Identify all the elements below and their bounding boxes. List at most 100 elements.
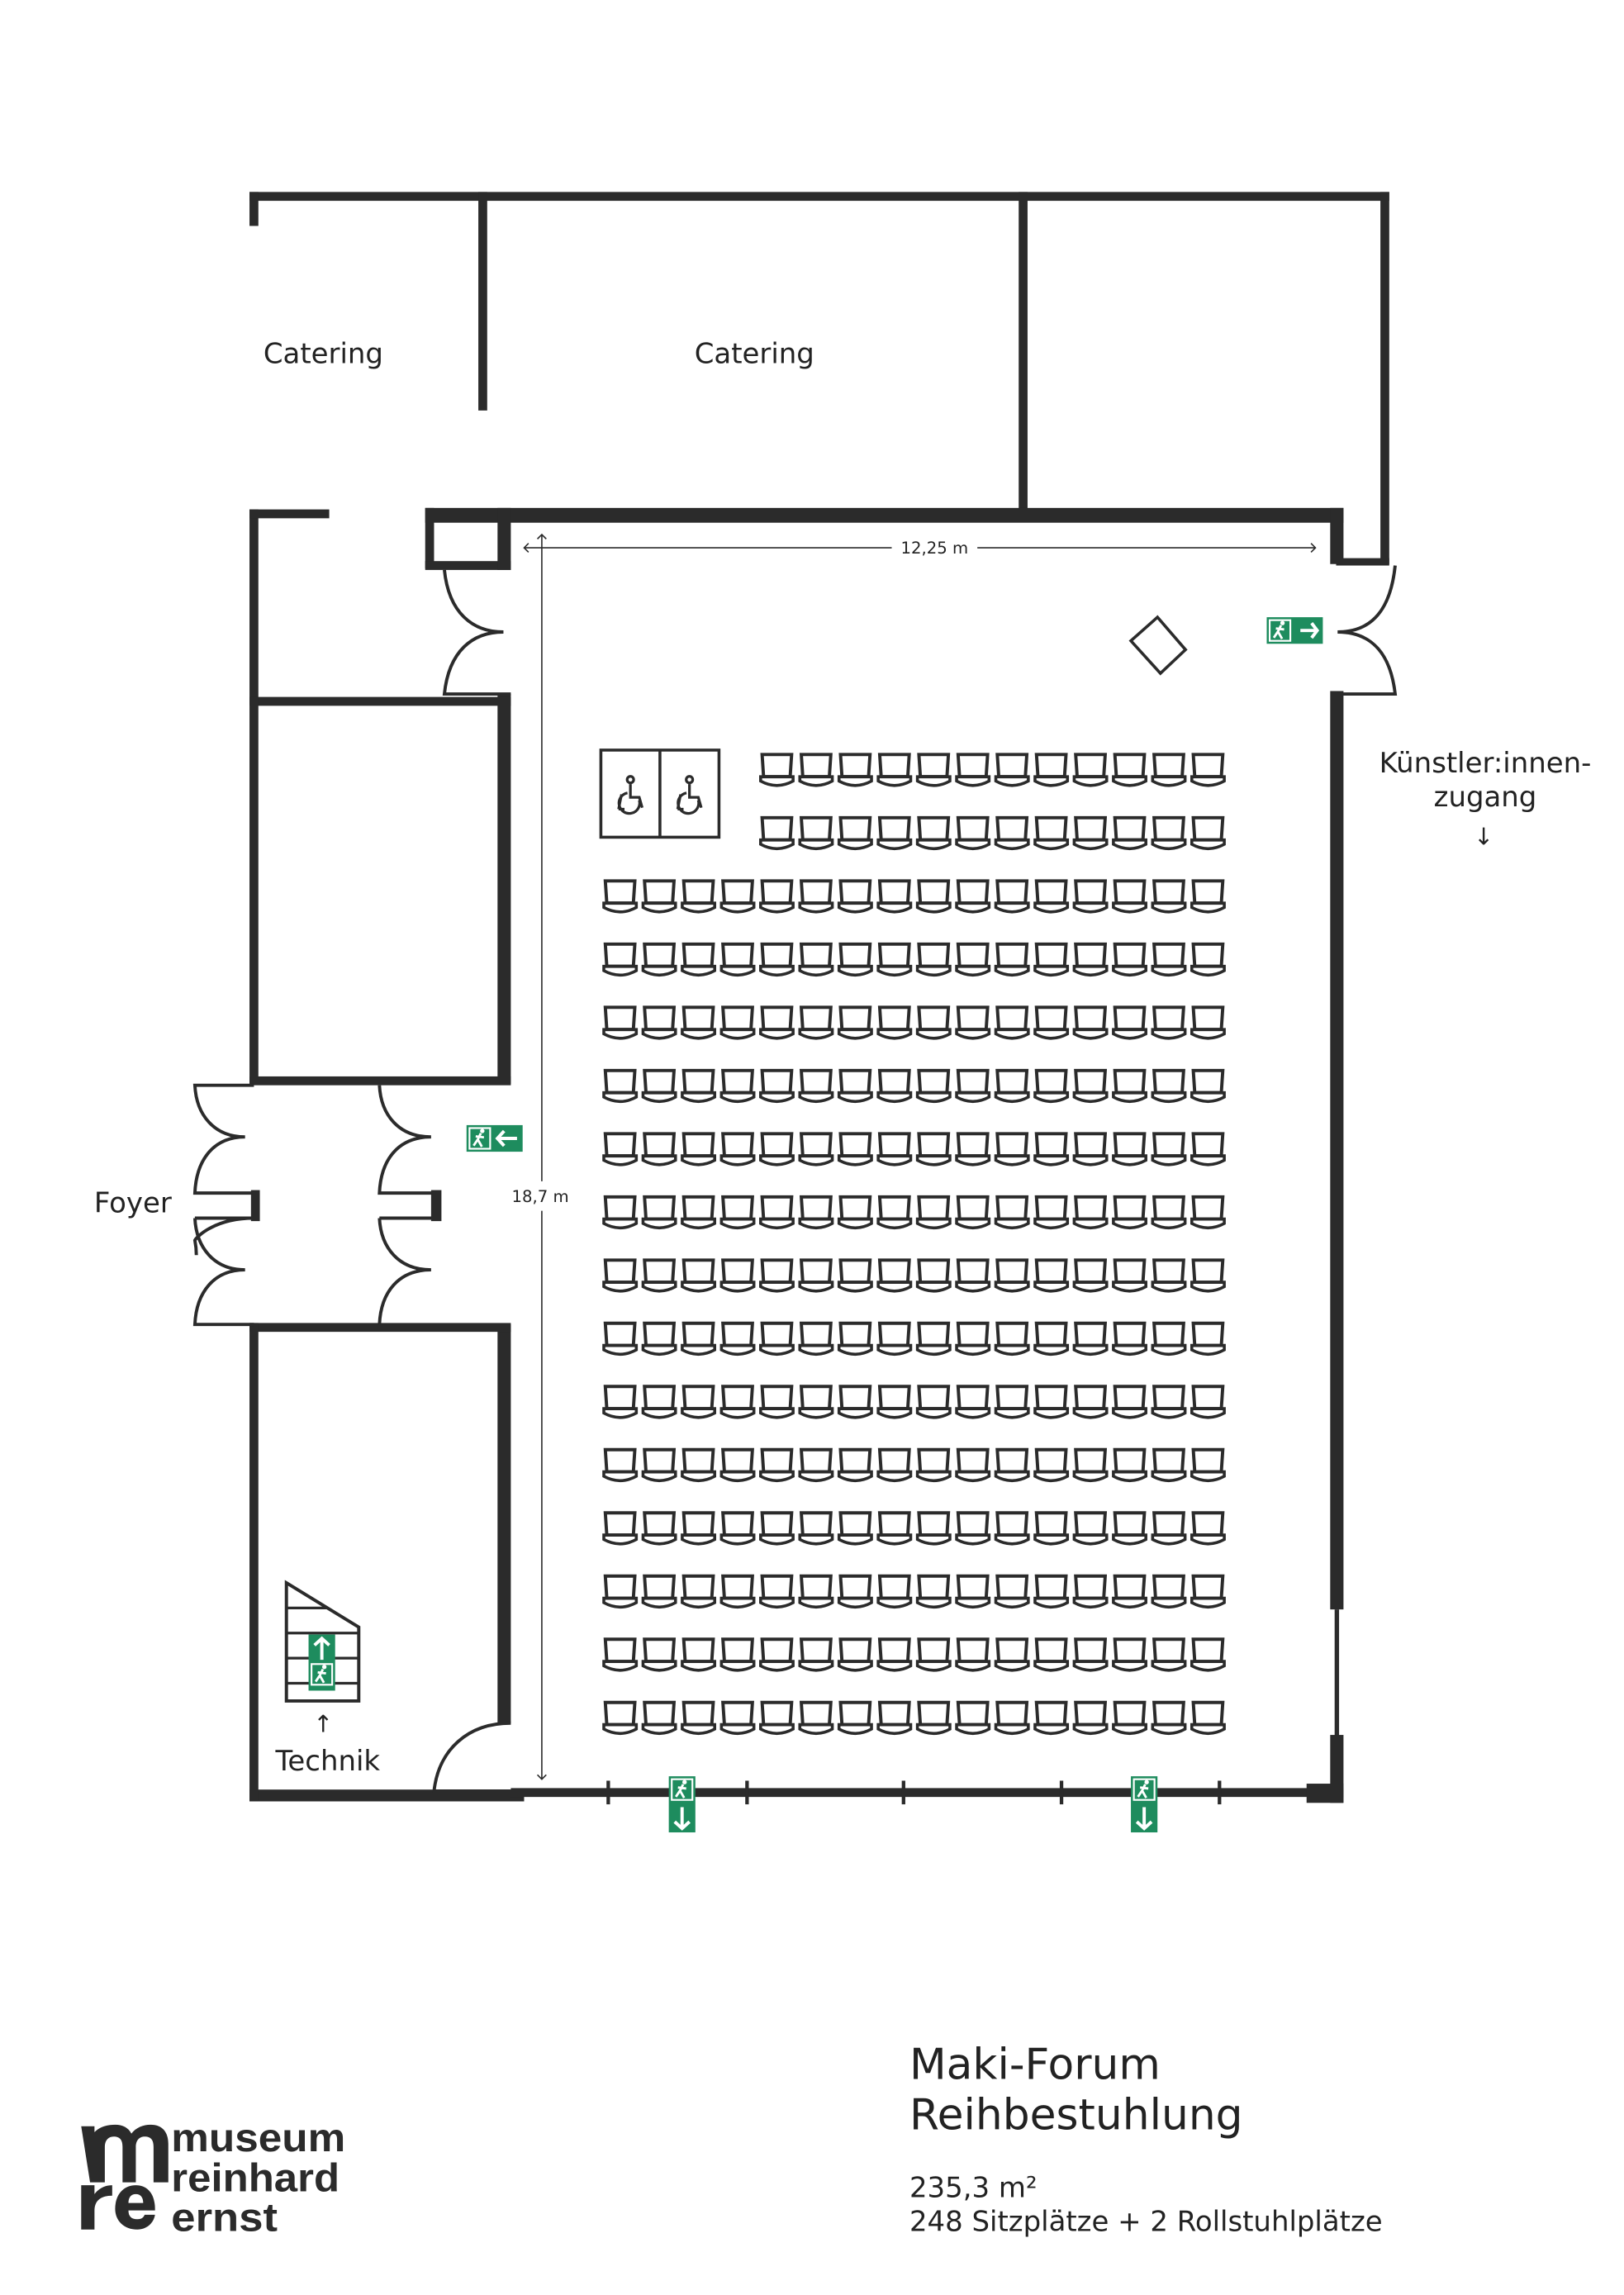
seat <box>641 879 677 914</box>
seat <box>1072 1385 1109 1419</box>
seat <box>681 1637 717 1672</box>
seat <box>915 1068 952 1104</box>
seat <box>837 1511 873 1546</box>
seat <box>681 1005 717 1040</box>
wheelchair-icon <box>676 775 703 815</box>
seat <box>719 1005 756 1040</box>
seat-row <box>602 1195 1226 1230</box>
bottom-wall-ticks <box>606 1780 1222 1805</box>
seat <box>1151 1068 1187 1104</box>
room-label-technik: Technik <box>274 1745 380 1778</box>
seat <box>1072 1511 1109 1546</box>
seat <box>955 753 991 787</box>
seat <box>1033 1258 1070 1293</box>
exit-sign-south-2 <box>1131 1776 1158 1833</box>
seat <box>1190 1574 1226 1609</box>
seat-row <box>602 1385 1226 1419</box>
door-foyer-inner <box>378 1085 436 1325</box>
seat <box>837 1321 873 1357</box>
seat <box>876 1195 913 1230</box>
seat <box>994 1005 1030 1040</box>
seat <box>1190 753 1226 787</box>
seat <box>1112 815 1147 851</box>
seat <box>955 1005 991 1040</box>
seat-row <box>602 1574 1226 1609</box>
logo-mark-icon <box>81 2124 169 2230</box>
seat <box>1151 1132 1187 1167</box>
seat <box>876 1574 913 1609</box>
seat <box>602 879 639 914</box>
seat <box>1151 1700 1187 1736</box>
seat <box>1112 1511 1147 1546</box>
seat <box>1190 1321 1226 1357</box>
seat <box>915 1574 952 1609</box>
seat <box>759 1385 795 1419</box>
wall-tick <box>1059 1780 1064 1805</box>
dimension-width-label: 12,25 m <box>901 539 969 558</box>
seat <box>955 1132 991 1167</box>
running-person-icon <box>468 1127 491 1150</box>
seat <box>876 753 913 787</box>
seat <box>1033 1574 1070 1609</box>
seat <box>759 1258 795 1293</box>
seat <box>719 1700 756 1736</box>
seat <box>915 753 952 787</box>
seat <box>1112 1195 1147 1230</box>
seat <box>1190 815 1226 851</box>
seat <box>994 1195 1030 1230</box>
seat <box>602 1637 639 1672</box>
dimension-length-label: 18,7 m <box>512 1187 569 1206</box>
door-technik <box>432 1721 511 1793</box>
wall-tick <box>606 1780 610 1805</box>
seat-row <box>759 753 1226 787</box>
seat <box>955 1385 991 1419</box>
seat <box>1190 1005 1226 1040</box>
seat <box>837 879 873 914</box>
seat <box>915 1637 952 1672</box>
seat <box>1151 1574 1187 1609</box>
stairs-icon <box>284 1580 361 1703</box>
seat <box>719 1447 756 1483</box>
seat <box>1151 879 1187 914</box>
seat <box>681 1385 717 1419</box>
logo-line-reinhard: reinhard <box>171 2155 340 2200</box>
seat <box>994 1700 1030 1736</box>
seat <box>1190 1447 1226 1483</box>
seat <box>641 1511 677 1546</box>
seat-row <box>602 1005 1226 1040</box>
seat <box>1151 1005 1187 1040</box>
running-person-icon <box>671 1778 694 1801</box>
seat <box>602 1005 639 1040</box>
seat <box>602 1700 639 1736</box>
seat <box>1151 942 1187 977</box>
seat <box>837 1447 873 1483</box>
seat-row <box>602 1321 1226 1357</box>
room-label-catering-left: Catering <box>264 338 383 371</box>
seat <box>955 1637 991 1672</box>
seat <box>798 1321 834 1357</box>
exit-sign-south-1 <box>668 1776 696 1833</box>
seat <box>1033 815 1070 851</box>
seat <box>759 879 795 914</box>
seat <box>837 1700 873 1736</box>
seat <box>798 879 834 914</box>
seat <box>1072 1700 1109 1736</box>
seat <box>837 753 873 787</box>
seat-row <box>602 1258 1226 1293</box>
seat <box>602 1258 639 1293</box>
seat <box>798 1258 834 1293</box>
seat <box>759 815 795 851</box>
seat <box>719 1258 756 1293</box>
seat <box>719 879 756 914</box>
seat <box>955 1195 991 1230</box>
seat <box>1151 1447 1187 1483</box>
room-label-foyer: Foyer <box>94 1186 172 1219</box>
seat <box>994 1321 1030 1357</box>
seat <box>1033 1321 1070 1357</box>
seat <box>1190 879 1226 914</box>
seat <box>876 1637 913 1672</box>
seat <box>759 1005 795 1040</box>
seat <box>641 1068 677 1104</box>
seat <box>1072 753 1109 787</box>
seat <box>915 1195 952 1230</box>
